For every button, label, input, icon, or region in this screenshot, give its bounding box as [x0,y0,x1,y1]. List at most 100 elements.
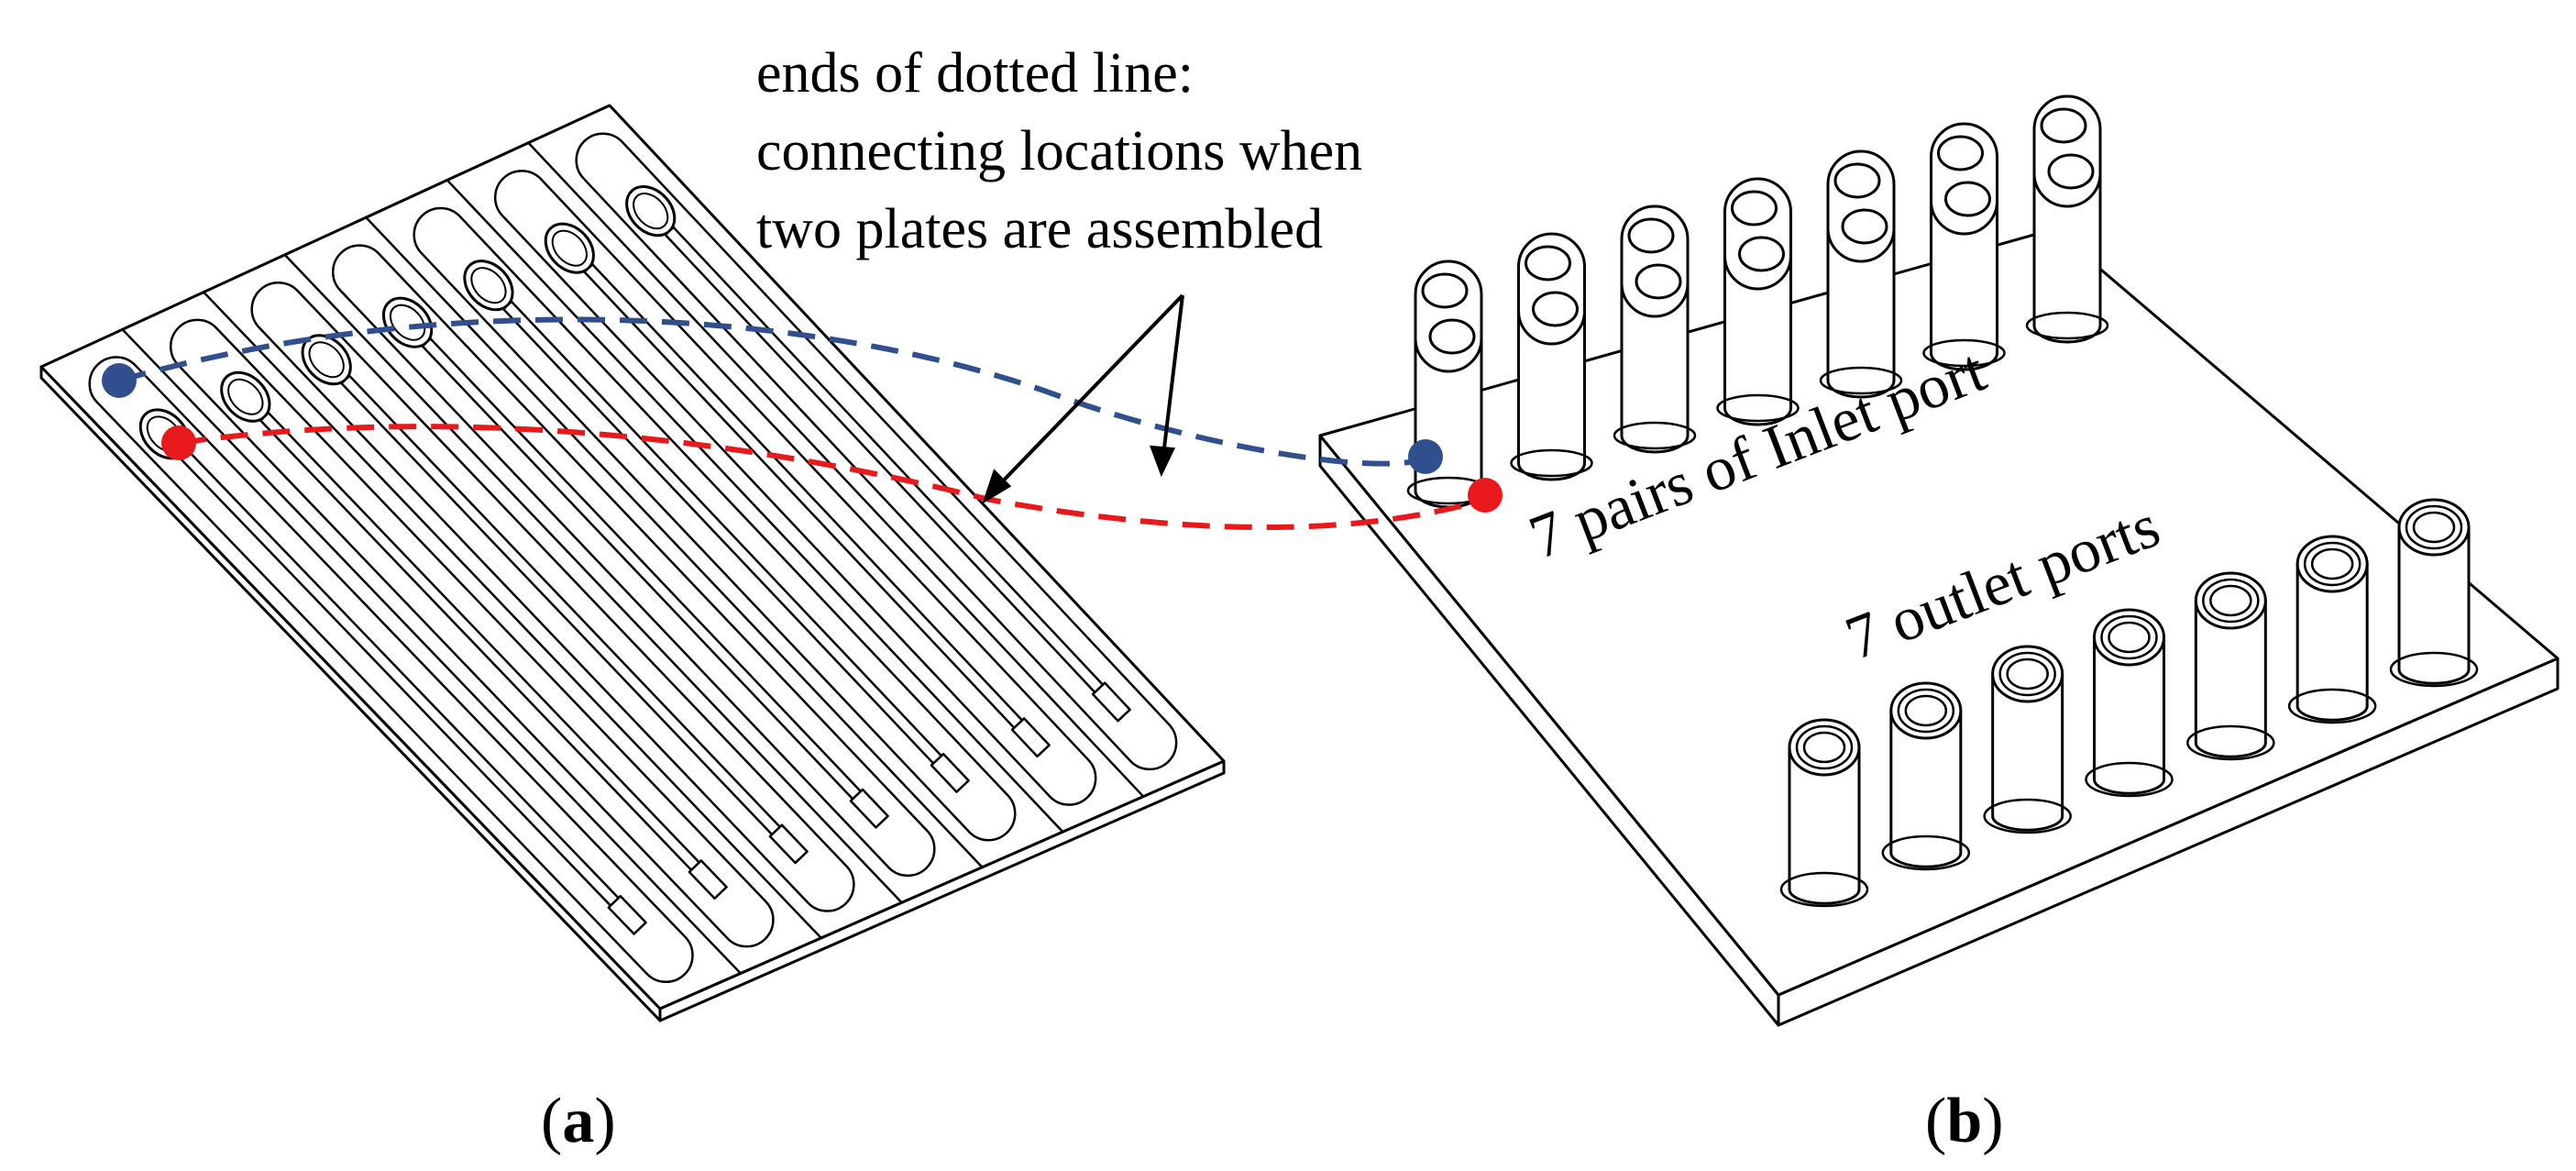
channel-strip [250,282,855,912]
inlet-port-pair [1613,204,1697,454]
channel-strip [169,318,775,948]
panel-label-b: (b) [1925,1086,2004,1156]
outlet-port [1983,645,2072,834]
strip-outline [493,170,1097,806]
inlet-hole [1944,181,1991,217]
inlet-hole [1841,208,1888,245]
inlet-hole [1833,162,1881,199]
outlet-port-base [2186,724,2275,761]
outlet-ports [1779,498,2479,908]
outlet-port [2389,498,2479,688]
red-endpoint-left [161,425,196,460]
inlet-hole [1525,245,1571,282]
inlet-port-base [1510,448,1593,478]
inlet-hole [1731,190,1778,226]
inlet-hole [1937,135,1984,171]
outlet-port [2287,535,2377,724]
outlet-port-body [2194,599,2267,758]
outlet-slot [607,894,647,935]
inlet-port-pair [1716,177,1800,426]
annotation-arrows [982,293,1184,504]
annotation-line-3: two plates are assembled [756,198,1323,260]
strip-divider [365,216,984,868]
inlet-port-base [2025,311,2109,340]
panel-label-a: (a) [541,1086,616,1156]
outlet-port-rim [2303,541,2361,587]
blue-endpoint-right [1408,439,1443,474]
channel-strip [413,206,1017,842]
outlet-port-rim [2405,504,2463,550]
blue-dashed-line [118,316,1427,467]
inlet-port-base [1819,366,1903,395]
annotation-line-2: connecting locations when [756,120,1362,182]
outlet-hole [2412,511,2456,544]
outlet-port-rim [1897,688,1955,734]
outlet-slot [1010,717,1051,758]
outlet-port-body [1788,746,1861,905]
channel-strip [331,244,936,878]
strip-divider [446,179,1064,834]
outlet-port-body [2093,635,2165,795]
channel-strip [575,132,1178,771]
inlet-port-pair [1922,122,2006,371]
strip-outline [169,318,775,948]
outlet-port-base [1779,871,1869,908]
red-dashed-line [178,424,1486,530]
outlet-port [2085,608,2174,798]
outlet-port [2186,571,2275,761]
outlet-slot [849,788,889,829]
channel-plate [39,104,1226,1022]
outlet-hole [2310,547,2354,580]
outlet-port-base [2287,688,2377,724]
strip-outline [331,244,936,878]
outlet-hole [2108,621,2151,654]
inlet-hole [1428,318,1476,355]
outlet-port-body [2295,562,2369,722]
strip-divider [527,141,1145,798]
outlet-port-rim [2100,614,2158,660]
inlet-hole [1738,236,1785,272]
inlet-port-base [1716,393,1800,423]
outlet-port-rim [2202,578,2260,624]
inlet-port-base [1613,421,1697,450]
outlet-port-body [2397,525,2471,685]
outlet-slot [930,752,970,793]
outlet-hole [2006,657,2049,690]
outlet-port-base [1983,798,2072,834]
strip-divider [283,253,903,904]
inlet-hole [2047,153,2095,190]
outlet-port-body [1889,709,1963,868]
outlet-port [1881,681,1971,871]
inlet-hole [2040,107,2087,144]
channel-strip [493,170,1097,806]
red-endpoint-right [1468,478,1503,513]
inlet-port-pair [2025,94,2109,344]
strip-outline [88,356,694,984]
inlet-hole [1421,272,1469,309]
inlet-reservoir-inner [633,193,669,230]
inlet-port-pair [1819,149,1903,399]
inlet-reservoir-inner [308,341,345,379]
inlet-reservoir-inner [227,378,264,415]
outlet-slot [688,859,728,900]
outlet-hole [1802,731,1846,764]
outlet-port-body [1991,672,2064,832]
inlet-port-base [1922,338,2006,368]
inlet-reservoir-inner [470,267,507,304]
arrowhead-left [982,469,1012,504]
outlet-port-rim [1795,724,1854,770]
inlet-hole [1532,291,1579,327]
arrowhead-right [1150,445,1176,478]
outlet-slot [768,823,809,865]
outlet-port-base [2085,761,2174,798]
strip-outline [413,206,1017,842]
outlet-port-base [2389,651,2479,688]
strip-outline [250,282,855,912]
inlet-reservoir-inner [389,304,426,341]
inlet-port-pairs [1406,94,2109,509]
inlet-port-pair [1510,232,1593,481]
outlet-slot [1091,681,1131,723]
outlet-port-base [1881,834,1971,871]
outlet-port-rim [1998,651,2056,697]
